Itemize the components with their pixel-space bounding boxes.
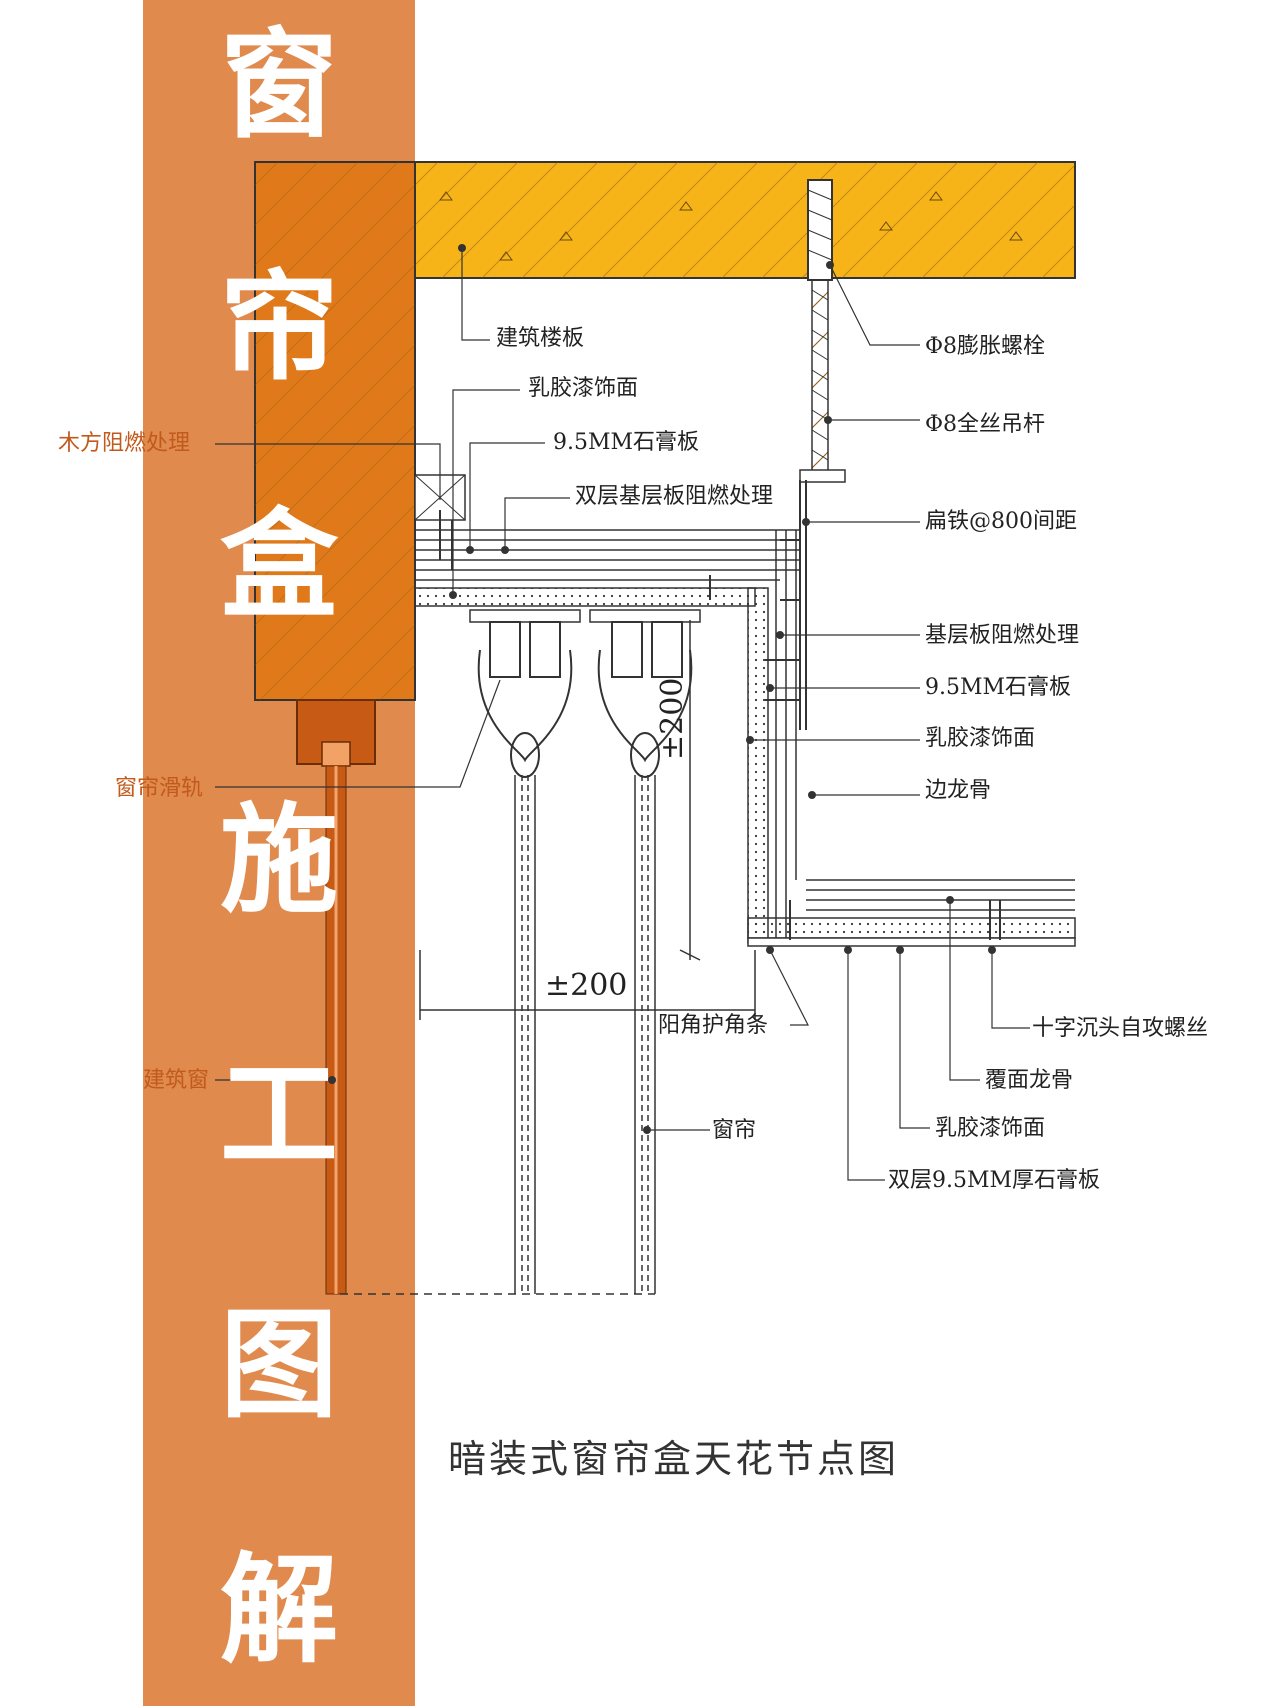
- diagram-caption: 暗装式窗帘盒天花节点图: [448, 1437, 900, 1481]
- label-cover-keel: 覆面龙骨: [985, 1068, 1074, 1093]
- label-latex-paint-top: 乳胶漆饰面: [528, 376, 639, 401]
- leader-lines: [215, 248, 1030, 1181]
- leader-dots: [328, 244, 996, 1134]
- banner-char-7: 解: [219, 1541, 338, 1679]
- label-building-window: 建筑窗: [143, 1068, 210, 1093]
- banner-char-1: 窗: [219, 16, 338, 154]
- label-curtain: 窗帘: [712, 1118, 757, 1143]
- banner-char-5: 工: [219, 1046, 338, 1184]
- label-curtain-rail: 窗帘滑轨: [115, 776, 204, 801]
- dimension-horizontal: ±200: [545, 968, 628, 1003]
- banner-char-4: 施: [219, 791, 338, 929]
- label-threaded-rod: Φ8全丝吊杆: [925, 412, 1046, 437]
- label-latex-paint-bottom: 乳胶漆饰面: [935, 1116, 1046, 1141]
- gypsum-board-side: [747, 587, 769, 944]
- threaded-rod: [811, 279, 829, 481]
- label-edge-keel: 边龙骨: [925, 778, 992, 803]
- banner-char-2: 帘: [219, 258, 338, 396]
- curtain-rails: [477, 621, 693, 778]
- label-timber-fireproof: 木方阻燃处理: [58, 431, 191, 456]
- label-base-fireproof: 基层板阻燃处理: [925, 623, 1080, 648]
- label-double-gypsum: 双层9.5MM厚石膏板: [888, 1168, 1101, 1193]
- rail-block-1: [469, 609, 581, 623]
- gypsum-board-top: [414, 587, 756, 607]
- label-flat-iron: 扁铁@800间距: [925, 509, 1077, 534]
- label-gypsum-right: 9.5MM石膏板: [925, 675, 1072, 700]
- label-double-base: 双层基层板阻燃处理: [575, 484, 774, 509]
- dimension-lines: [419, 620, 756, 1020]
- screws: [439, 510, 1001, 940]
- gypsum-board-bottom: [747, 917, 1076, 939]
- label-expansion-bolt: Φ8膨胀螺栓: [925, 334, 1046, 359]
- banner-char-3: 盒: [219, 496, 338, 634]
- ceiling-boards: [806, 879, 1075, 911]
- banner-char-6: 图: [219, 1296, 338, 1434]
- label-gypsum-top: 9.5MM石膏板: [553, 430, 700, 455]
- label-latex-paint-right: 乳胶漆饰面: [925, 726, 1036, 751]
- rail-block-2: [589, 609, 701, 623]
- expansion-bolt: [807, 179, 833, 281]
- dimension-vertical: ±200: [655, 677, 690, 760]
- base-board-layers: [415, 529, 800, 581]
- label-floor-slab: 建筑楼板: [496, 326, 585, 351]
- curtain-panels: [514, 775, 656, 1294]
- label-corner-bead: 阳角护角条: [658, 1013, 769, 1038]
- label-screw: 十字沉头自攻螺丝: [1032, 1016, 1209, 1041]
- flat-iron: [799, 480, 807, 730]
